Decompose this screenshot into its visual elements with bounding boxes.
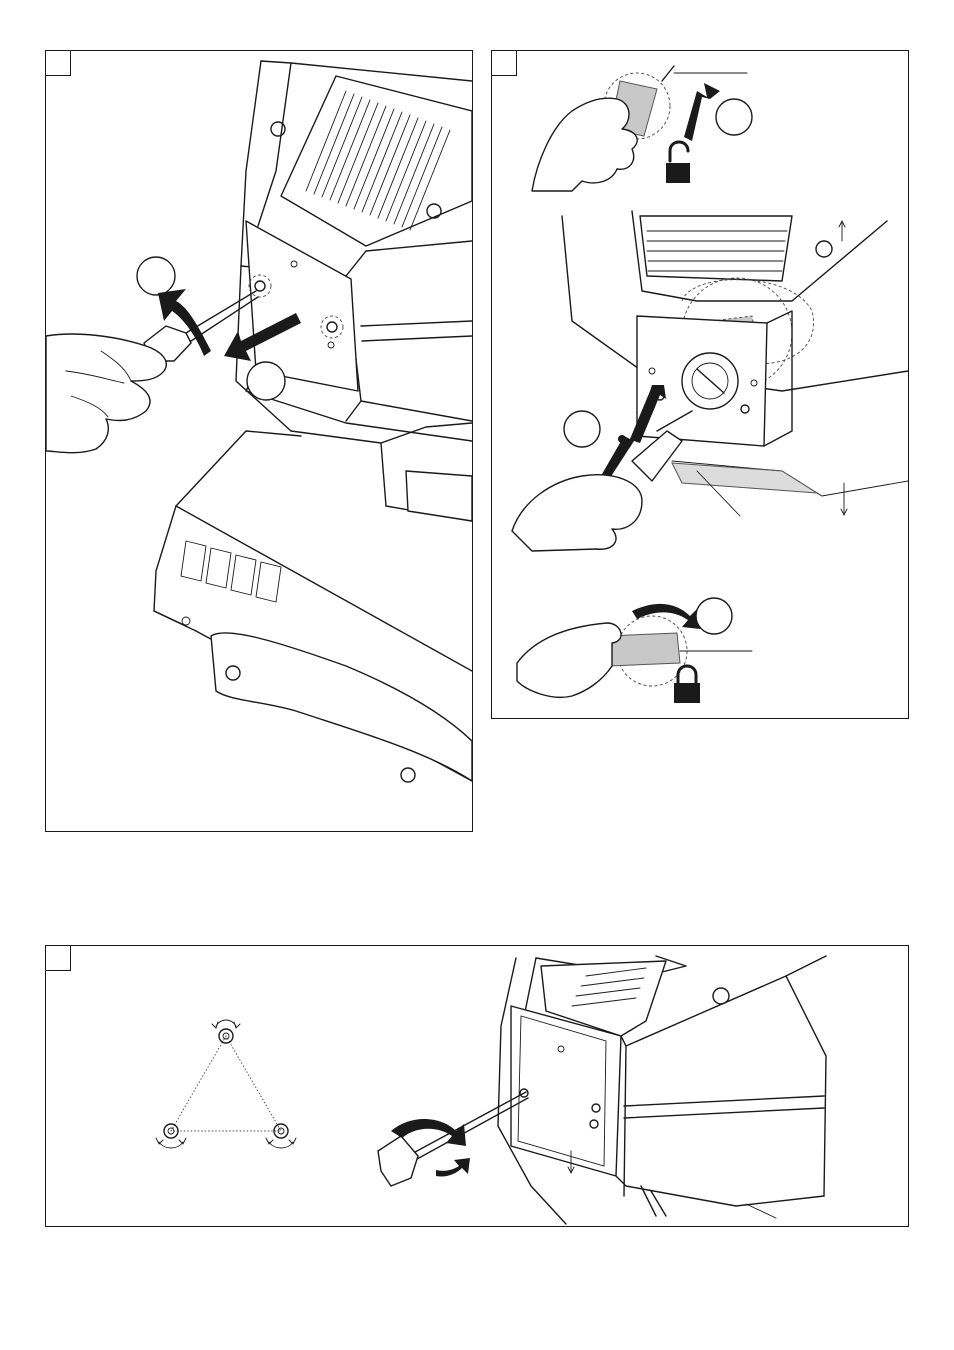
rotation-arrow-icon — [684, 83, 720, 141]
panel-2-illustration — [492, 51, 908, 718]
fixture-front — [498, 956, 826, 1224]
knob-detail-locked — [517, 598, 752, 703]
panel-3-alignment-adjusters — [45, 945, 909, 1227]
top-vent-grille — [281, 76, 472, 246]
hand — [46, 334, 166, 453]
step-marker-a — [716, 99, 752, 135]
panel-2-lamp-socket-lock — [491, 50, 909, 719]
panel-1-illustration — [46, 51, 472, 831]
step-marker-c — [696, 598, 732, 634]
rotation-arrow-icon — [632, 604, 700, 629]
hand — [512, 475, 642, 551]
panel-1-remove-cover-screws — [45, 50, 473, 832]
knob-detail-unlocked — [532, 66, 752, 191]
adjuster-triangle-diagram — [156, 1020, 296, 1148]
panel-3-illustration — [46, 946, 908, 1226]
lock-padlock-icon — [674, 666, 700, 703]
carry-handle — [211, 633, 472, 781]
unlock-padlock-icon — [666, 142, 690, 183]
side-vent — [181, 541, 281, 602]
step-marker-1 — [137, 257, 175, 295]
step-marker-2 — [247, 362, 285, 400]
top-screw-left — [271, 122, 285, 136]
step-marker-b — [564, 411, 600, 447]
fixture-open-cover — [512, 211, 908, 551]
fixture-base — [154, 423, 472, 782]
